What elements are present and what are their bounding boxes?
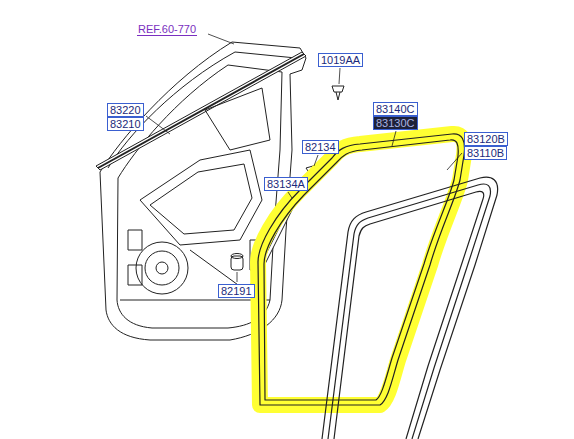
callout-number: 83210: [107, 117, 144, 131]
callout-number: 83134A: [264, 177, 308, 191]
reference-note: REF.60-770: [137, 23, 197, 36]
callout-number: 83130C: [373, 116, 418, 130]
callout-number: 83110B: [464, 146, 507, 160]
beltline-weatherstrip: [96, 52, 306, 170]
clip: [332, 86, 344, 100]
seal-highlight: [258, 134, 465, 405]
callout-number: 83120B: [464, 132, 508, 146]
leader-lines: [146, 34, 462, 282]
rear-door: [100, 42, 306, 340]
body-seal: [322, 177, 498, 439]
callout-number: 1019AA: [318, 53, 363, 67]
callout-number: 83220: [107, 103, 144, 117]
speaker-opening: [136, 242, 188, 294]
callout-number: 83140C: [373, 102, 418, 116]
door-seal: [258, 134, 465, 405]
plug: [231, 254, 243, 271]
callout-number: 82134: [302, 140, 339, 154]
callout-number: 82191: [218, 284, 255, 298]
